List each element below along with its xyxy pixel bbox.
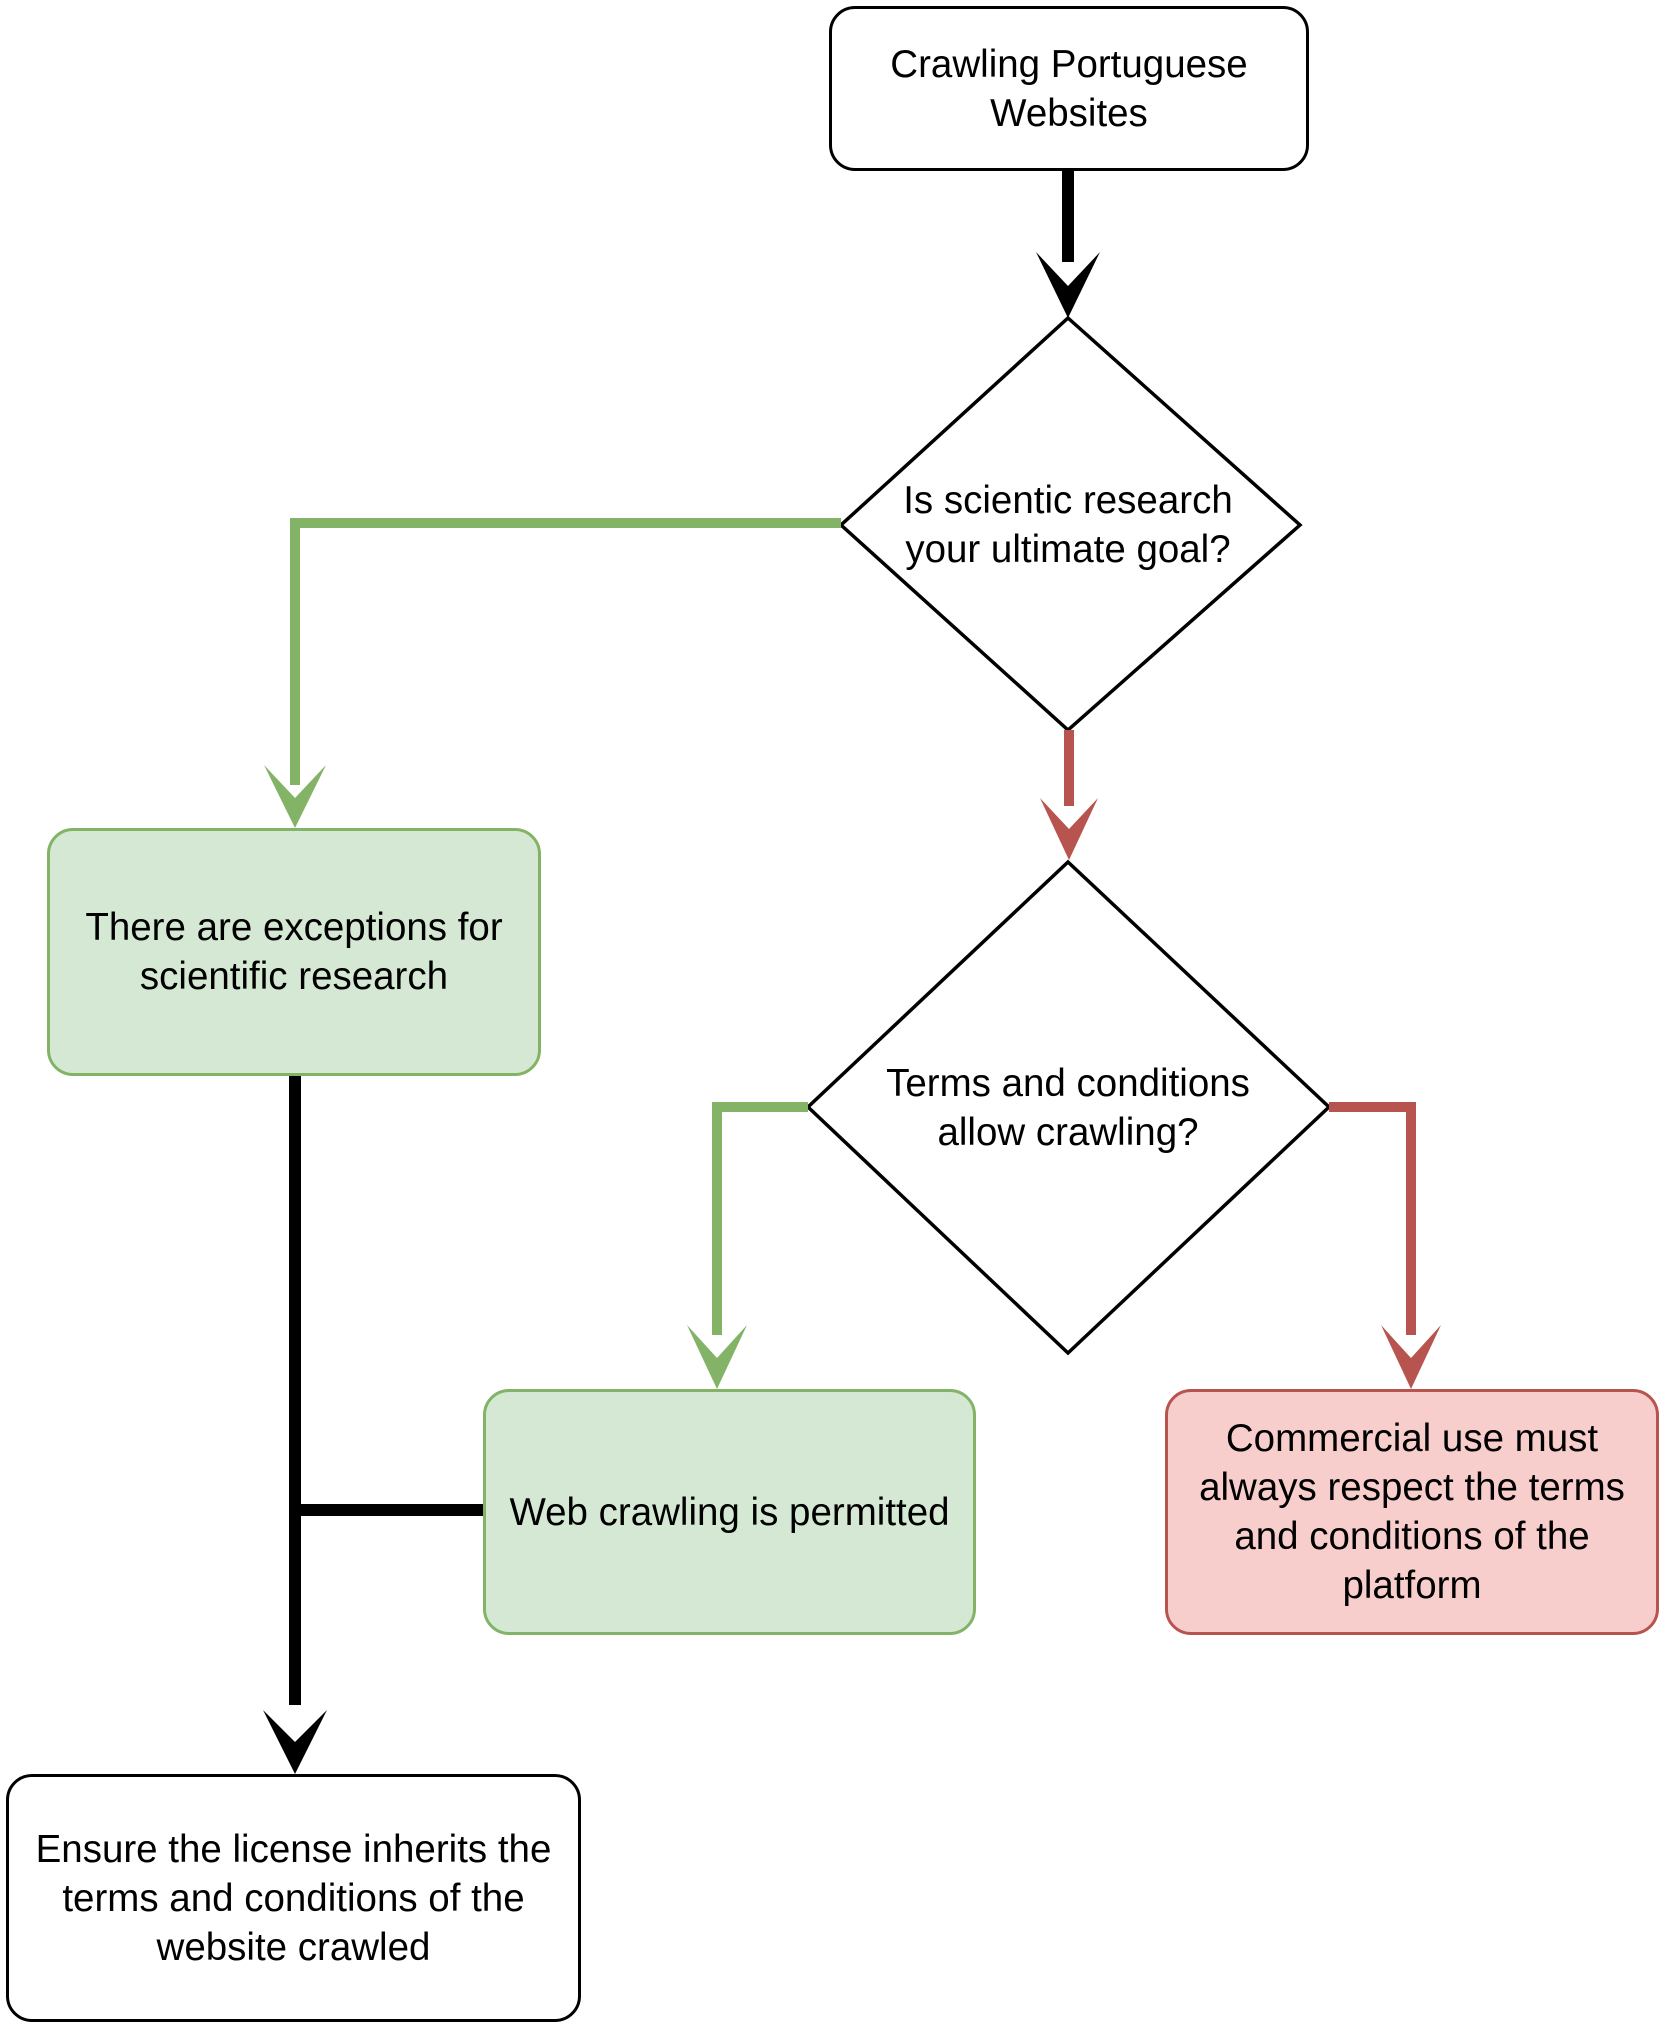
edge-terms-no — [1329, 1102, 1416, 1335]
node-decision-research-label: Is scientic research your ultimate goal? — [903, 479, 1233, 571]
arrowhead-terms-no — [1381, 1325, 1441, 1389]
edge-terms-yes — [712, 1102, 808, 1335]
node-commercial-use-label: Commercial use must always respect the t… — [1199, 1417, 1625, 1607]
node-start: Crawling Portuguese Websites — [829, 6, 1309, 171]
edge-research-yes — [290, 518, 841, 785]
node-commercial-use: Commercial use must always respect the t… — [1165, 1389, 1659, 1635]
node-decision-research: Is scientic research your ultimate goal? — [870, 455, 1266, 595]
arrowhead-terms-yes — [687, 1325, 747, 1389]
node-research-exceptions-label: There are exceptions for scientific rese… — [85, 906, 503, 998]
arrowhead-research-no — [1040, 798, 1098, 860]
arrowhead-research-yes — [264, 765, 326, 828]
node-decision-terms-label: Terms and conditions allow crawling? — [886, 1062, 1250, 1154]
node-ensure-license: Ensure the license inherits the terms an… — [6, 1774, 581, 2022]
decision-terms-diamond — [805, 859, 1332, 1356]
node-start-label: Crawling Portuguese Websites — [890, 42, 1248, 135]
arrowhead-to-license — [263, 1710, 327, 1774]
arrowhead-start-to-decision — [1036, 252, 1100, 318]
node-decision-terms: Terms and conditions allow crawling? — [845, 1038, 1291, 1178]
node-crawling-permitted-label: Web crawling is permitted — [509, 1490, 950, 1534]
node-research-exceptions: There are exceptions for scientific rese… — [47, 828, 541, 1076]
node-ensure-license-label: Ensure the license inherits the terms an… — [35, 1827, 552, 1969]
node-crawling-permitted: Web crawling is permitted — [483, 1389, 976, 1635]
